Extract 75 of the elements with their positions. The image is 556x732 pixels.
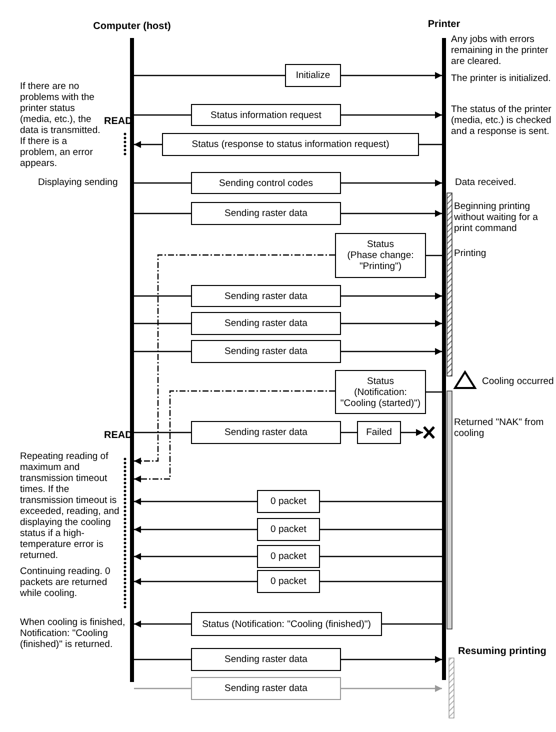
message-text: Status information request (210, 110, 322, 120)
message-box (357, 421, 401, 444)
note-text: If there are no problems with the printer status (media, etc.), the data is transmitted. If there is a problem, an error appears. (20, 81, 102, 169)
message-text: Initialize (296, 70, 330, 81)
arrow (341, 685, 442, 692)
arrow (134, 620, 191, 628)
note-text: Any jobs with errors remaining in the printer are cleared. (451, 34, 550, 67)
message-box (191, 340, 341, 363)
message-box (285, 64, 341, 87)
message-box (191, 104, 341, 126)
arrow (341, 112, 442, 118)
arrow (341, 72, 442, 79)
message-text: Sending raster data (224, 683, 308, 694)
message-text: Sending raster data (224, 654, 308, 665)
note-text: Continuing reading. 0 packets are returned while cooling. (20, 566, 112, 599)
note-text: Beginning printing without waiting for a print command (454, 201, 539, 234)
message-text: Status (367, 376, 394, 386)
message-text: Status (response to status information request) (192, 139, 390, 150)
message-text: Sending raster data (224, 318, 308, 329)
arrow (134, 254, 335, 464)
note-text: Printing (454, 248, 488, 259)
message-text: 0 packet (270, 551, 306, 562)
note-text: The printer is initialized. (451, 73, 552, 84)
lifeline-heading: Computer (host) (93, 21, 171, 32)
message-box (191, 421, 341, 444)
note-text: The status of the printer (media, etc.) is checked and a response is sent. (451, 104, 552, 137)
message-box (257, 490, 320, 513)
arrow (134, 526, 257, 533)
message-text: Status (Notification: "Cooling (finished)") (202, 618, 371, 630)
message-box (191, 648, 341, 671)
message-box (162, 133, 419, 156)
note-text: When cooling is finished, Notification: "Cooling (finished)" is returned. (20, 617, 126, 650)
note-text: Cooling occurred (482, 376, 555, 387)
message-box (257, 570, 320, 593)
message-text: (Notification: "Cooling (started)") (340, 386, 421, 408)
message-box (335, 233, 426, 278)
note-text: Data received. (455, 177, 518, 188)
arrow (341, 210, 442, 217)
arrow (134, 498, 257, 505)
message-text: Sending raster data (224, 290, 308, 302)
message-text: Sending control codes (218, 178, 313, 188)
message-box (191, 612, 382, 636)
message-box (257, 545, 320, 568)
message-text: Sending raster data (224, 346, 308, 357)
arrow (341, 348, 442, 355)
arrow (341, 292, 442, 300)
arrow (341, 180, 442, 186)
message-box (191, 677, 341, 700)
message-text: Sending raster data (224, 208, 308, 219)
cross-mark (423, 426, 435, 439)
note-text: Displaying sending (38, 177, 119, 188)
lifeline-heading: Printer (428, 19, 460, 30)
message-text: 0 packet (270, 576, 306, 587)
message-text: (Phase change: "Printing") (346, 250, 415, 272)
note-text: Resuming printing (458, 646, 548, 657)
message-box (191, 172, 341, 194)
message-text: Failed (366, 427, 392, 438)
message-text: Sending raster data (224, 427, 308, 438)
message-box (191, 285, 341, 307)
message-box (257, 518, 320, 541)
arrow (401, 429, 423, 436)
arrow (134, 141, 162, 148)
message-box (335, 370, 426, 414)
message-box (191, 202, 341, 225)
message-text: Status (367, 239, 394, 250)
arrow (134, 578, 257, 585)
arrow (134, 553, 257, 560)
note-text: Repeating reading of maximum and transmission timeout times. If the transmission timeout is exceeded, reading, and displaying the cooling status if a high-temperature error is returned. (20, 451, 120, 561)
arrow (134, 390, 335, 482)
message-text: 0 packet (270, 496, 306, 507)
message-text: 0 packet (270, 524, 306, 535)
arrow (341, 320, 442, 327)
note-text: Returned "NAK" from cooling (454, 417, 545, 439)
message-box (191, 312, 341, 335)
arrow (341, 656, 442, 663)
